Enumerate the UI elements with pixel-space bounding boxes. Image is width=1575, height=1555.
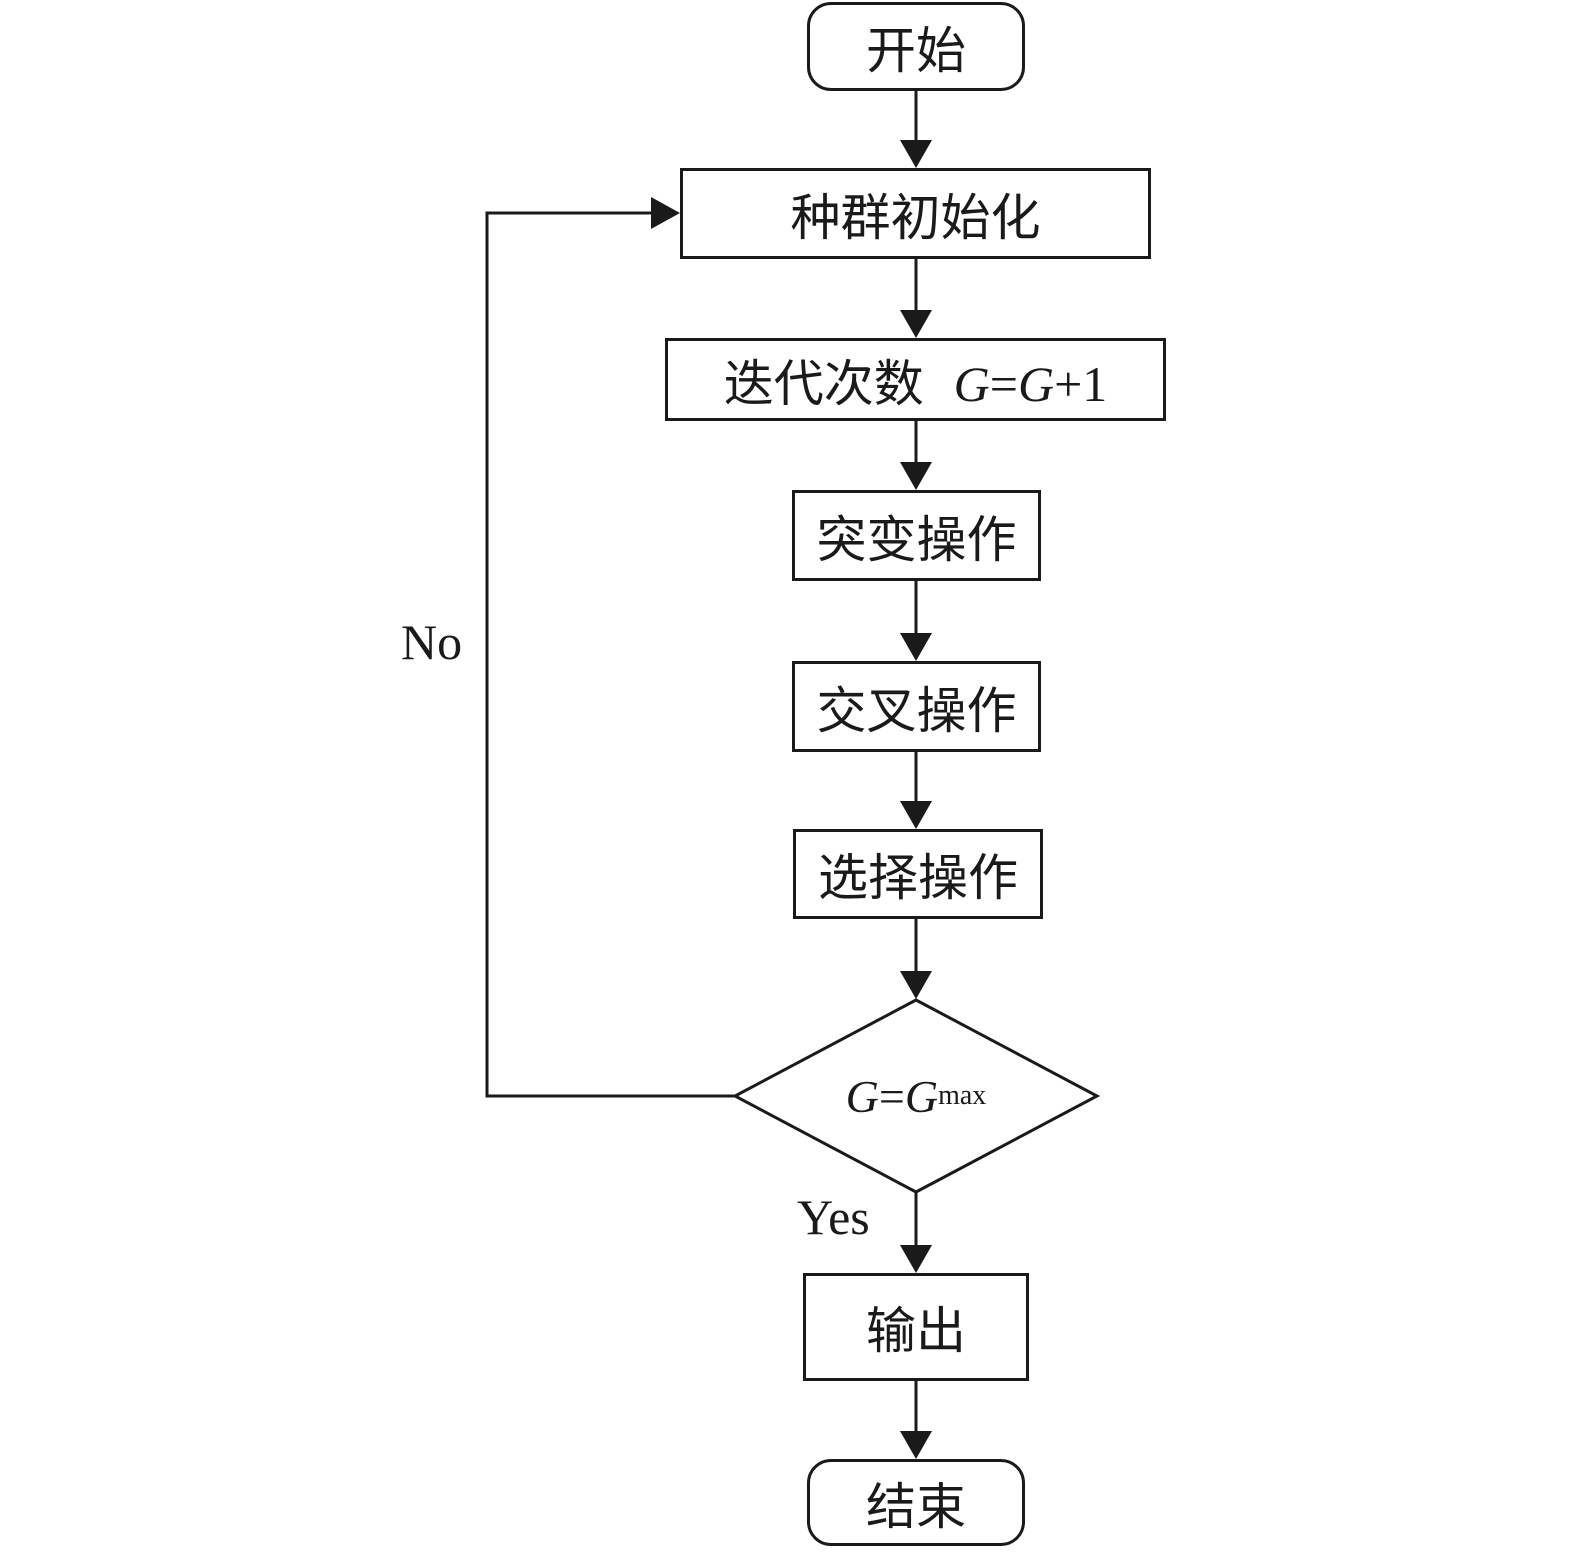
mutation-node: 突变操作 — [792, 490, 1041, 581]
end-label: 结束 — [866, 1477, 966, 1536]
decision-rhs: G — [904, 1070, 939, 1122]
arrowhead-init — [900, 140, 932, 168]
iteration-plus-one: +1 — [1054, 355, 1108, 412]
start-label: 开始 — [866, 21, 966, 80]
output-label: 输出 — [866, 1302, 966, 1360]
arrowhead-end — [900, 1431, 932, 1459]
end-node: 结束 — [807, 1459, 1025, 1546]
arrowhead-decision — [900, 971, 932, 999]
iteration-var-g: G — [953, 355, 990, 412]
loop-no-path — [485, 211, 735, 1098]
iteration-label: 迭代次数 G=G+1 — [724, 344, 1108, 416]
iteration-node: 迭代次数 G=G+1 — [665, 338, 1166, 421]
branch-no-label: No — [401, 614, 463, 670]
decision-lhs: G — [845, 1070, 879, 1122]
arrowhead-iter — [900, 310, 932, 338]
crossover-node: 交叉操作 — [792, 661, 1041, 752]
arrowhead-crossover — [900, 633, 932, 661]
mutation-label: 突变操作 — [816, 510, 1017, 569]
branch-yes-label: Yes — [797, 1189, 870, 1245]
arrowhead-selection — [900, 801, 932, 829]
iteration-text: 迭代次数 — [723, 354, 924, 413]
output-node: 输出 — [803, 1273, 1029, 1381]
selection-node: 选择操作 — [793, 829, 1043, 919]
crossover-label: 交叉操作 — [816, 681, 1017, 740]
iteration-var-g2: G — [1017, 355, 1055, 412]
selection-label: 选择操作 — [818, 849, 1018, 907]
arrowhead-mutation — [900, 462, 932, 490]
arrowhead-output — [900, 1245, 932, 1273]
start-node: 开始 — [807, 2, 1025, 91]
decision-rhs-subscript: max — [938, 1080, 987, 1111]
iteration-eq: = — [989, 355, 1018, 412]
init-label: 种群初始化 — [790, 188, 1041, 247]
init-node: 种群初始化 — [680, 168, 1151, 259]
arrowhead-loop — [651, 197, 680, 229]
decision-eq: = — [878, 1070, 905, 1122]
